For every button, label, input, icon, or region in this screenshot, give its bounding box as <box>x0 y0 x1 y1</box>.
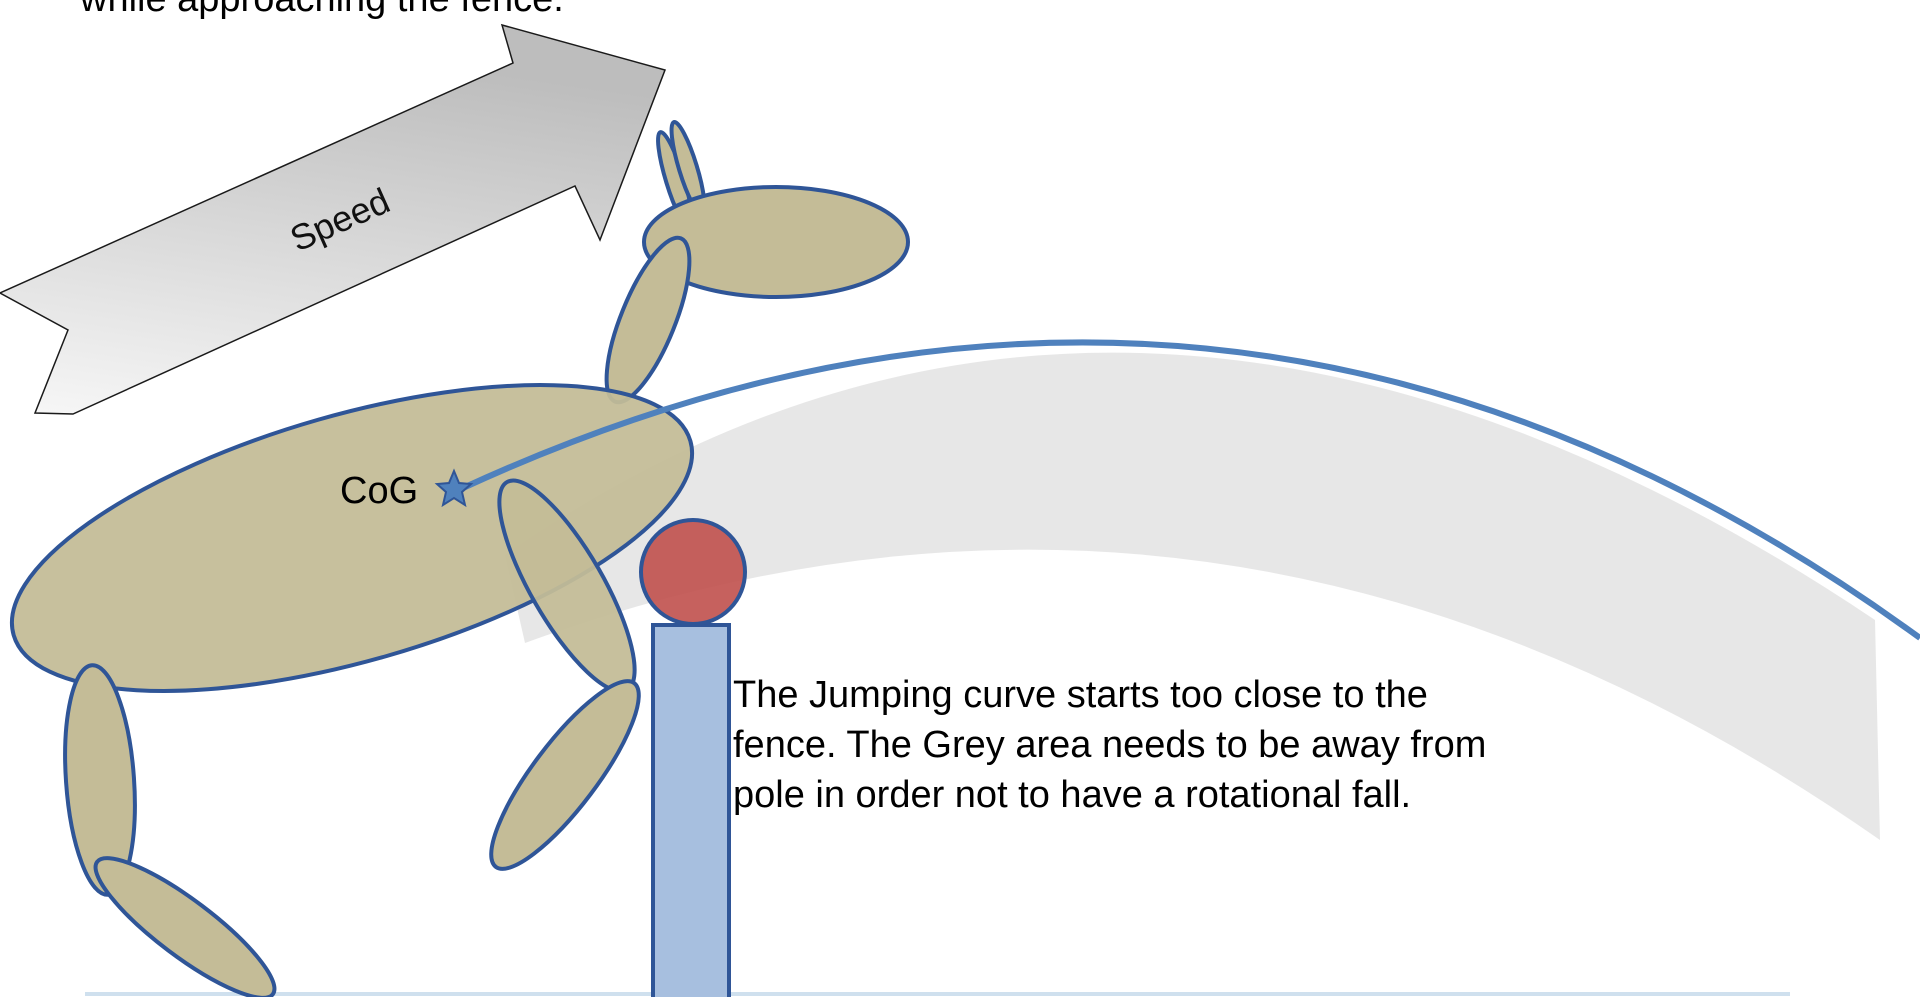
front-lower-leg <box>470 664 660 886</box>
explanation-note: The Jumping curve starts too close to th… <box>733 670 1493 820</box>
top-caption: while approaching the fence. <box>80 0 564 21</box>
fence-pole <box>653 625 729 997</box>
rear-lower-leg <box>80 839 289 997</box>
cog-label: CoG <box>340 470 418 512</box>
fence-ball <box>641 520 745 624</box>
